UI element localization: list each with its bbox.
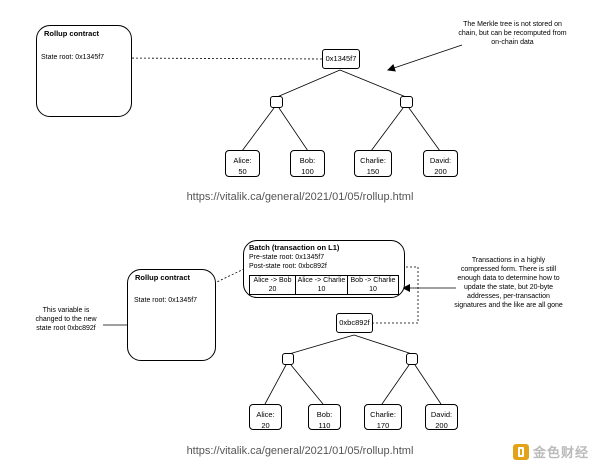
tree-edge <box>241 107 275 152</box>
leaf-name: Bob: <box>299 156 316 165</box>
merkle-inner-node <box>270 96 283 108</box>
leaf-charlie: Charlie: 150 <box>354 150 392 177</box>
tree-edge <box>408 107 441 152</box>
transaction-label: Alice -> Charlie <box>297 277 346 284</box>
tree-edge <box>276 69 341 98</box>
tree-edge <box>264 364 287 405</box>
leaf-charlie: Charlie: 170 <box>364 404 402 430</box>
transaction-cell: Alice -> Bob 20 <box>249 275 296 295</box>
state-root-label: State root: 0x1345f7 <box>41 54 105 61</box>
leaf-value: 100 <box>301 167 314 176</box>
merkle-note: The Merkle tree is not stored on chain, … <box>458 21 567 46</box>
rollup-contract-box-bottom <box>127 269 216 361</box>
leaf-david: David: 200 <box>423 150 458 177</box>
merkle-inner-node <box>282 353 294 365</box>
transaction-cell: Bob -> Charlie 10 <box>347 275 399 295</box>
transaction-amount: 20 <box>268 286 277 293</box>
leaf-value: 170 <box>376 421 390 430</box>
merkle-root-node: 0xbc892f <box>336 313 373 333</box>
leaf-name: Charlie: <box>370 410 396 419</box>
transaction-cell: Alice -> Charlie 10 <box>295 275 348 295</box>
leaf-value: 110 <box>318 421 331 430</box>
batch-title: Batch (transaction on L1) <box>249 243 340 252</box>
leaf-name: David: <box>429 156 452 165</box>
leaf-bob: Bob: 100 <box>290 150 325 177</box>
source-url-bottom[interactable]: https://vitalik.ca/general/2021/01/05/ro… <box>186 445 414 457</box>
transaction-label: Bob -> Charlie <box>350 277 396 284</box>
tree-edge <box>278 107 309 152</box>
tree-edge <box>290 364 324 405</box>
leaf-alice: Alice: 50 <box>225 150 260 177</box>
leaf-name: Alice: <box>233 156 252 165</box>
merkle-root-hash: 0x1345f7 <box>325 54 357 63</box>
rollup-contract-box <box>36 25 132 117</box>
post-state-root: Post-state root: 0xbc892f <box>249 263 327 270</box>
dashed-link <box>344 263 419 324</box>
rollup-contract-title: Rollup contract <box>135 273 191 282</box>
gold-square-icon <box>513 443 529 460</box>
transaction-label: Alice -> Bob <box>253 277 292 284</box>
transactions-note: Transactions in a highly compressed form… <box>454 257 563 309</box>
leaf-value: 20 <box>261 421 270 430</box>
leaf-value: 200 <box>434 167 447 176</box>
watermark: 金色财经 <box>513 442 589 461</box>
rollup-contract-title: Rollup contract <box>44 29 100 38</box>
leaf-name: Charlie: <box>360 156 386 165</box>
leaf-name: David: <box>430 410 453 419</box>
tree-edge <box>381 364 410 405</box>
merkle-root-hash: 0xbc892f <box>339 318 370 327</box>
tree-edge <box>370 107 404 152</box>
transaction-amount: 10 <box>317 286 326 293</box>
tree-edge <box>414 364 442 405</box>
tree-edge <box>353 334 413 355</box>
leaf-david: David: 200 <box>425 404 458 430</box>
leaf-value: 50 <box>238 167 247 176</box>
transaction-amount: 10 <box>369 286 377 293</box>
note-arrow <box>387 44 463 72</box>
dashed-link <box>116 54 323 63</box>
leaf-value: 200 <box>435 421 448 430</box>
leaf-value: 150 <box>366 167 380 176</box>
merkle-inner-node <box>400 96 413 108</box>
tree-edge <box>288 334 355 355</box>
variable-note: This variable is changed to the new stat… <box>35 307 97 332</box>
merkle-root-node: 0x1345f7 <box>322 49 360 69</box>
leaf-alice: Alice: 20 <box>249 404 282 430</box>
leaf-name: Alice: <box>256 410 275 419</box>
leaf-bob: Bob: 110 <box>308 404 341 430</box>
tree-edge <box>339 69 407 98</box>
state-root-label: State root: 0x1345f7 <box>134 297 198 304</box>
pre-state-root: Pre-state root: 0x1345f7 <box>249 254 325 261</box>
source-url-top[interactable]: https://vitalik.ca/general/2021/01/05/ro… <box>186 191 414 203</box>
leaf-name: Bob: <box>316 410 333 419</box>
merkle-inner-node <box>406 353 418 365</box>
watermark-text: 金色财经 <box>533 445 590 460</box>
